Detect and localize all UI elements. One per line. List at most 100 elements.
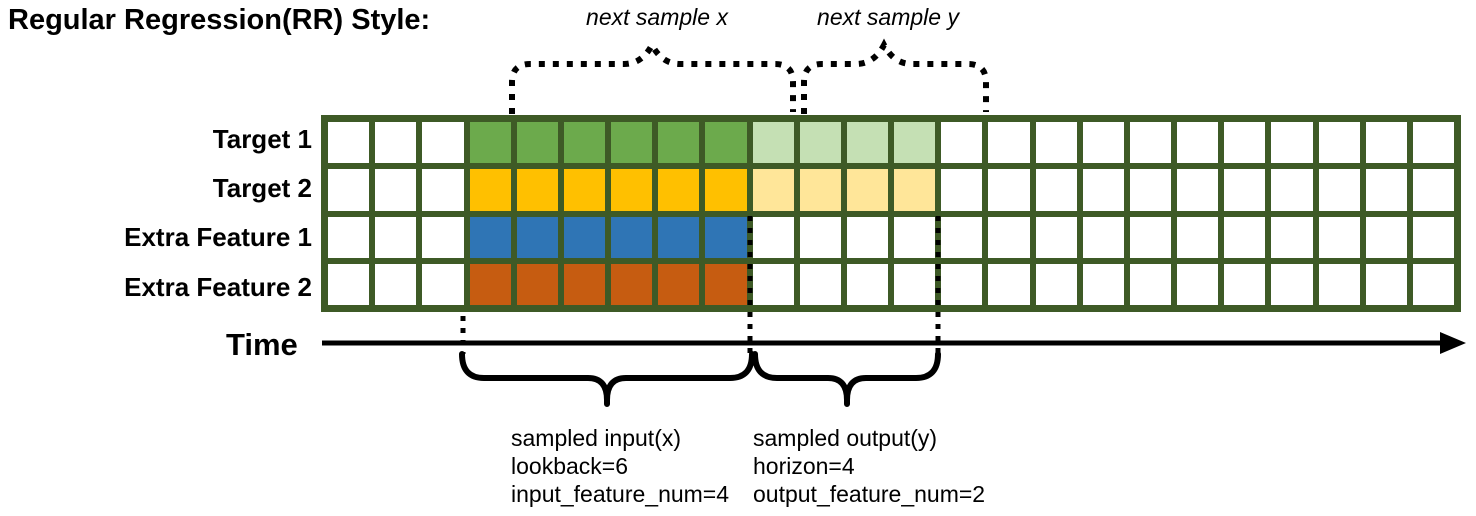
grid-cell: [1224, 122, 1266, 164]
next-sample-x-brace: [509, 38, 796, 114]
grid-cell: [799, 216, 841, 258]
grid-cell: [328, 169, 370, 211]
grid-cell: [375, 263, 417, 305]
grid-cell: [799, 169, 841, 211]
grid-cell: [752, 263, 794, 305]
grid-cell: [752, 122, 794, 164]
grid-cell: [611, 216, 653, 258]
grid-cell: [1412, 169, 1454, 211]
grid-cell: [469, 263, 511, 305]
grid-cell: [328, 122, 370, 164]
grid-cell: [1318, 263, 1360, 305]
grid-cell: [563, 169, 605, 211]
grid-cell: [705, 122, 747, 164]
grid-cell: [375, 169, 417, 211]
grid-cell: [705, 263, 747, 305]
grid-cell: [1318, 122, 1360, 164]
grid-cell: [611, 169, 653, 211]
row-label-target-1: Target 1: [212, 124, 312, 154]
grid-cell: [1129, 216, 1171, 258]
grid-cell: [1177, 263, 1219, 305]
next-sample-y-brace: [801, 38, 989, 114]
grid-cell: [469, 169, 511, 211]
grid-cell: [1035, 263, 1077, 305]
sampled-input-brace: [459, 351, 755, 407]
grid-cell: [328, 216, 370, 258]
grid-cell: [563, 263, 605, 305]
grid-cell: [1035, 216, 1077, 258]
grid-cell: [1224, 169, 1266, 211]
grid-cell: [516, 122, 558, 164]
grid-cell: [658, 122, 700, 164]
grid-cell: [1224, 263, 1266, 305]
grid-cell: [846, 216, 888, 258]
grid-cell: [1177, 216, 1219, 258]
grid-cell: [1035, 122, 1077, 164]
grid-cell: [1318, 169, 1360, 211]
row-label-target-2: Target 2: [212, 173, 312, 203]
grid-cell: [988, 122, 1030, 164]
grid-cell: [846, 169, 888, 211]
grid-cell: [941, 216, 983, 258]
grid-cell: [422, 169, 464, 211]
grid-cell: [516, 216, 558, 258]
grid-cell: [752, 169, 794, 211]
grid-cell: [658, 216, 700, 258]
grid-cell: [516, 263, 558, 305]
grid-cell: [1365, 263, 1407, 305]
grid-cell: [422, 122, 464, 164]
grid-cell: [941, 169, 983, 211]
grid-cell: [894, 216, 936, 258]
grid-cell: [611, 122, 653, 164]
sampled-input-caption: sampled input(x) lookback=6 input_featur…: [511, 424, 729, 508]
grid-cell: [988, 216, 1030, 258]
grid-cell: [469, 216, 511, 258]
time-arrow-head: [1440, 332, 1466, 354]
grid-cell: [1271, 169, 1313, 211]
grid-cell: [1082, 263, 1124, 305]
grid-cell: [705, 169, 747, 211]
input-feature-line: input_feature_num=4: [511, 481, 730, 507]
grid-cell: [1318, 216, 1360, 258]
grid-cell: [894, 263, 936, 305]
page-title: Regular Regression(RR) Style:: [8, 4, 431, 36]
grid-cell: [1412, 122, 1454, 164]
grid-cell: [1412, 263, 1454, 305]
grid-cell: [894, 122, 936, 164]
grid-cell: [328, 263, 370, 305]
grid-cell: [563, 122, 605, 164]
next-sample-x-label: next sample x: [586, 4, 728, 30]
grid-cell: [422, 216, 464, 258]
grid-cell: [611, 263, 653, 305]
grid-cell: [988, 263, 1030, 305]
sampled-output-brace: [752, 351, 941, 407]
grid-cell: [1365, 216, 1407, 258]
grid-cell: [1082, 216, 1124, 258]
output-feature-line: output_feature_num=2: [753, 481, 986, 507]
grid-cell: [469, 122, 511, 164]
grid-cell: [846, 263, 888, 305]
grid-cell: [1271, 263, 1313, 305]
grid-cell: [1177, 169, 1219, 211]
grid-cell: [941, 263, 983, 305]
grid-cell: [799, 263, 841, 305]
grid-cell: [705, 216, 747, 258]
time-axis-label: Time: [226, 327, 298, 362]
grid-cell: [1271, 122, 1313, 164]
grid-cell: [1082, 122, 1124, 164]
grid-cell: [1129, 122, 1171, 164]
row-label-extra-feature-2: Extra Feature 2: [124, 272, 312, 302]
grid-cell: [1365, 122, 1407, 164]
next-sample-y-label: next sample y: [817, 4, 959, 30]
grid-cell: [422, 263, 464, 305]
sampled-input-line: sampled input(x): [511, 425, 682, 451]
grid-cell: [658, 263, 700, 305]
lookback-line: lookback=6: [511, 453, 628, 479]
grid-cell: [1129, 169, 1171, 211]
sample-grid: [321, 115, 1461, 312]
grid-cell: [941, 122, 983, 164]
horizon-line: horizon=4: [753, 453, 855, 479]
grid-cell: [563, 216, 605, 258]
grid-cell: [375, 216, 417, 258]
